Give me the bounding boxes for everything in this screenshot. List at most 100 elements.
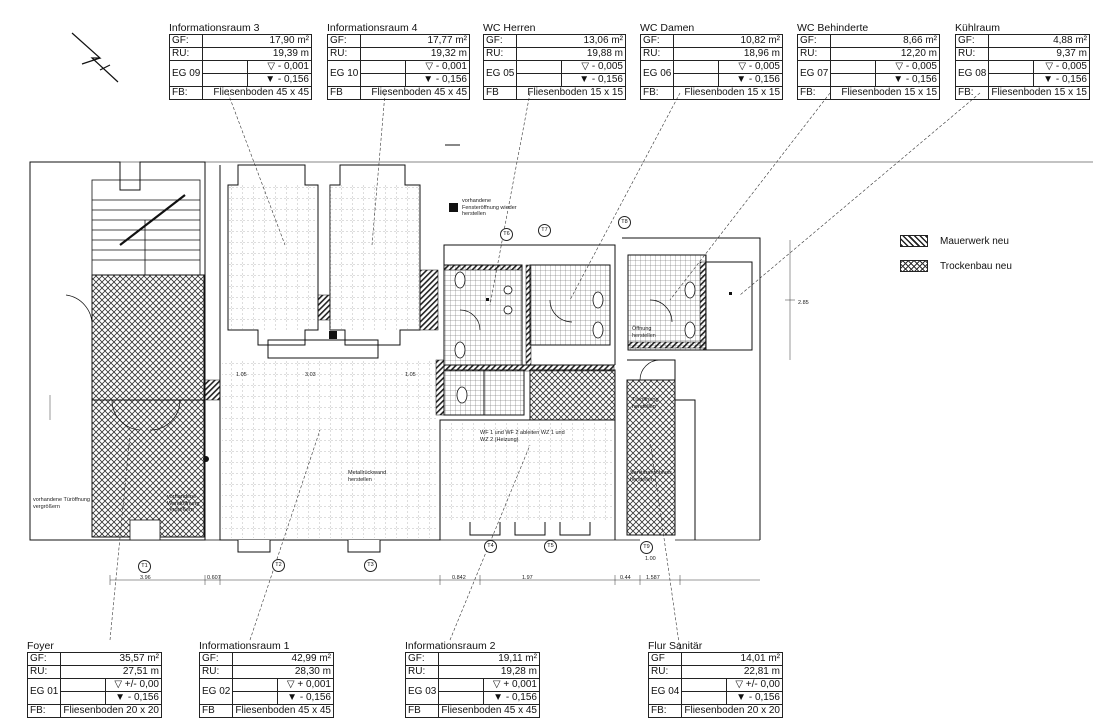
dimension-lines: [49, 240, 795, 585]
level-raw: ▼ - 0,156: [483, 691, 540, 705]
tile-area-ir3: [228, 185, 318, 330]
dim-label: 1.587: [646, 575, 660, 581]
label-ru: RU:: [26, 665, 62, 679]
label-fb: FB:: [647, 704, 683, 718]
room-perimeter: 19,88 m: [516, 47, 626, 61]
level-finished: ▽ - 0,005: [561, 60, 626, 74]
label-ru: RU:: [482, 47, 518, 61]
label-gf: GF:: [168, 34, 204, 48]
room-perimeter: 22,81 m: [681, 665, 783, 679]
markers: [203, 203, 732, 462]
room-code: EG 10: [326, 60, 362, 87]
label-fb: FB:: [168, 86, 204, 100]
room-area: 10,82 m²: [673, 34, 783, 48]
note-flur: Türöffnung herstellen: [632, 397, 659, 410]
room-area: 8,66 m²: [830, 34, 940, 48]
room-perimeter: 9,37 m: [988, 47, 1090, 61]
legend-trockenbau: Trockenbau neu: [900, 260, 1012, 272]
room-name: Informationsraum 1: [199, 640, 290, 652]
room-info-ir2: Informationsraum 2 GF: 19,11 m² RU: 19,2…: [404, 640, 540, 718]
label-fb: FB:: [26, 704, 62, 718]
room-code: EG 04: [647, 678, 683, 705]
room-info-foyer: Foyer GF: 35,57 m² RU: 27,51 m EG 01 ▽ +…: [26, 640, 162, 718]
dim-label: 1.97: [522, 575, 533, 581]
room-perimeter: 12,20 m: [830, 47, 940, 61]
label-ru: RU:: [326, 47, 362, 61]
label-ru: RU:: [168, 47, 204, 61]
axis-marker: T2: [272, 559, 285, 572]
room-area: 4,88 m²: [988, 34, 1090, 48]
note-kuehl: Öffnung herstellen: [632, 326, 656, 339]
axis-marker: T7: [538, 224, 551, 237]
note-wand-foyer: vorhandene Wandöffnung vergrößern: [167, 494, 200, 513]
level-finished: ▽ - 0,001: [405, 60, 470, 74]
axis-marker: T8: [618, 216, 631, 229]
room-perimeter: 19,28 m: [438, 665, 540, 679]
foyer-drywall: [91, 274, 205, 538]
label-ru: RU:: [639, 47, 675, 61]
hatch-swatch-icon: [900, 235, 928, 247]
room-info-wch: WC Herren GF: 13,06 m² RU: 19,88 m EG 05…: [482, 22, 626, 100]
level-finished: ▽ - 0,001: [247, 60, 312, 74]
room-code: EG 03: [404, 678, 440, 705]
room-area: 13,06 m²: [516, 34, 626, 48]
label-gf: GF:: [639, 34, 675, 48]
level-raw: ▼ - 0,156: [105, 691, 162, 705]
room-name: Foyer: [27, 640, 54, 652]
floor-finish: Fliesenboden 20 x 20: [681, 704, 783, 718]
room-area: 19,11 m²: [438, 652, 540, 666]
staircase: [91, 179, 201, 276]
legend-label: Trockenbau neu: [940, 260, 1012, 272]
level-finished: ▽ - 0,005: [718, 60, 783, 74]
label-gf: GF:: [796, 34, 832, 48]
bay-windows: [237, 144, 591, 553]
tile-area-ir2: [442, 422, 614, 522]
level-finished: ▽ +/- 0,00: [105, 678, 162, 692]
dim-label: 0.44: [620, 575, 631, 581]
room-name: Kühlraum: [955, 22, 1000, 34]
room-name: WC Herren: [483, 22, 536, 34]
room-info-kuehl: Kühlraum GF: 4,88 m² RU: 9,37 m EG 08 ▽ …: [954, 22, 1090, 100]
floor-finish: Fliesenboden 45 x 45: [360, 86, 470, 100]
legend-mauerwerk: Mauerwerk neu: [900, 235, 1009, 247]
dim-label: 1.05: [236, 372, 247, 378]
floor-finish: Fliesenboden 45 x 45: [232, 704, 334, 718]
level-raw: ▼ - 0,156: [277, 691, 334, 705]
tile-area-ir4: [330, 185, 420, 330]
level-finished: ▽ + 0,001: [277, 678, 334, 692]
label-gf: GF:: [26, 652, 62, 666]
corridor-drywall-2: [529, 369, 616, 421]
room-area: 17,90 m²: [202, 34, 312, 48]
label-ru: RU:: [198, 665, 234, 679]
room-name: WC Behinderte: [797, 22, 869, 34]
room-data-table: GF: 17,90 m² RU: 19,39 m EG 09 ▽ - 0,001…: [168, 34, 312, 100]
level-raw: ▼ - 0,156: [247, 73, 312, 87]
level-raw: ▼ - 0,156: [1033, 73, 1090, 87]
label-ru: RU:: [796, 47, 832, 61]
label-ru: RU:: [647, 665, 683, 679]
floor-finish: Fliesenboden 15 x 15: [516, 86, 626, 100]
note-metall: Metallrückwand herstellen: [348, 470, 387, 483]
room-area: 42,99 m²: [232, 652, 334, 666]
room-info-ir1: Informationsraum 1 GF: 42,99 m² RU: 28,3…: [198, 640, 334, 718]
room-name: Flur Sanitär: [648, 640, 703, 652]
room-data-table: GF: 10,82 m² RU: 18,96 m EG 06 ▽ - 0,005…: [639, 34, 783, 100]
room-code: EG 05: [482, 60, 518, 87]
room-code: EG 09: [168, 60, 204, 87]
room-info-wcb: WC Behinderte GF: 8,66 m² RU: 12,20 m EG…: [796, 22, 940, 100]
legend-label: Mauerwerk neu: [940, 235, 1009, 247]
label-gf: GF:: [198, 652, 234, 666]
room-info-flur: Flur Sanitär GF 14,01 m² RU: 22,81 m EG …: [647, 640, 783, 718]
room-name: WC Damen: [640, 22, 695, 34]
level-raw: ▼ - 0,156: [561, 73, 626, 87]
label-fb: FB: [404, 704, 440, 718]
floor-finish: Fliesenboden 45 x 45: [438, 704, 540, 718]
axis-marker: T5: [544, 540, 557, 553]
note-sanitaer: Sanitäranschluss herstellen: [630, 470, 672, 483]
axis-marker: T6: [500, 228, 513, 241]
room-info-wcd: WC Damen GF: 10,82 m² RU: 18,96 m EG 06 …: [639, 22, 783, 100]
label-gf: GF:: [954, 34, 990, 48]
room-perimeter: 19,32 m: [360, 47, 470, 61]
room-code: EG 06: [639, 60, 675, 87]
room-data-table: GF: 13,06 m² RU: 19,88 m EG 05 ▽ - 0,005…: [482, 34, 626, 100]
